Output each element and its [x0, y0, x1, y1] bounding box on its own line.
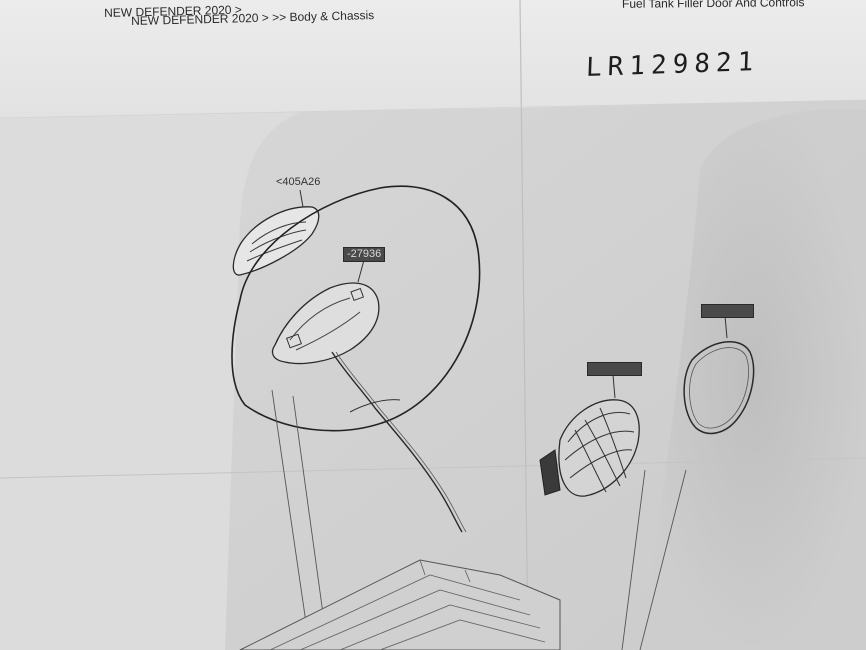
callout-lamp-ref: <405A26 [276, 176, 321, 188]
filler-door-drawing [539, 374, 640, 497]
callout-housing-ref: -27936 [343, 247, 386, 262]
leader-line-2 [292, 395, 329, 650]
vertical-fold-line [519, 0, 529, 650]
fuel-door-housing-drawing [271, 259, 380, 365]
paper-left-region [0, 112, 300, 650]
hand-drawn-circle [231, 185, 481, 432]
seal-leader-line [724, 315, 728, 339]
leader-line-1 [271, 389, 311, 650]
leader-line-3 [621, 469, 646, 650]
seal-ring-drawing [683, 341, 755, 435]
header-section-title: Fuel Tank Filler Door And Controls [621, 0, 805, 11]
handwritten-part-number: LR129821 [585, 46, 760, 84]
release-cable [331, 351, 463, 533]
horizontal-fold-line [0, 457, 866, 479]
vehicle-body-panel-drawing [239, 559, 561, 650]
callout-seal-ref-box [701, 304, 754, 318]
paper-top-band [0, 0, 866, 118]
callout-door-ref-box [587, 362, 642, 376]
cable-annotation-stroke [349, 399, 401, 413]
release-cable-edge [335, 351, 467, 533]
seal-ring-inner [689, 347, 749, 429]
top-fold-line [0, 99, 866, 119]
leader-line-4 [639, 469, 687, 650]
